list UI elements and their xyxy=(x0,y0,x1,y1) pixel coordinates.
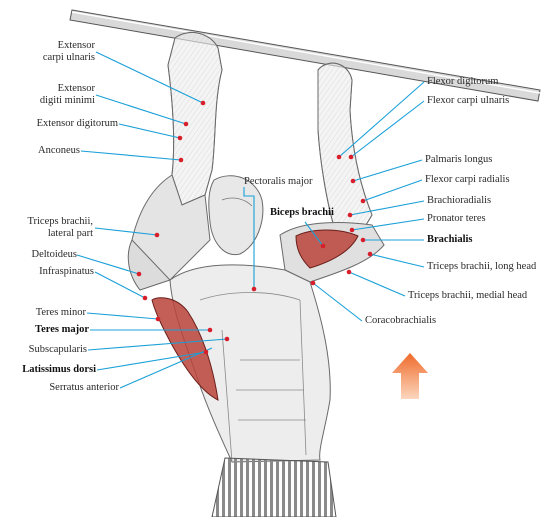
label-extensor-digitorum: Extensor digitorum xyxy=(36,118,118,129)
leader-coracobrachialis xyxy=(312,282,363,322)
label-palmaris-longus: Palmaris longus xyxy=(425,154,493,165)
label-extensor-carpi-ulnaris: Extensor carpi ulnaris xyxy=(42,40,95,63)
leader-latissimus-dorsi xyxy=(96,351,207,371)
leader-anconeus xyxy=(80,150,182,161)
leader-lines xyxy=(76,51,425,389)
label-triceps-medial-head: Triceps brachii, medial head xyxy=(408,290,528,301)
label-coracobrachialis: Coracobrachialis xyxy=(365,315,437,326)
leader-extensor-digiti-minimi xyxy=(95,94,187,125)
dot-flexor-carpi-ulnaris xyxy=(348,154,354,160)
label-latissimus-dorsi: Latissimus dorsi xyxy=(22,364,96,375)
dot-anconeus xyxy=(178,157,184,163)
label-teres-minor: Teres minor xyxy=(35,307,86,318)
dot-triceps-long-head xyxy=(367,251,373,257)
label-infraspinatus: Infraspinatus xyxy=(39,266,94,277)
leader-subscapularis xyxy=(87,338,228,351)
label-teres-major: Teres major xyxy=(35,324,89,335)
label-subscapularis: Subscapularis xyxy=(28,344,87,355)
dot-flexor-carpi-radialis xyxy=(360,198,366,204)
label-brachialis: Brachialis xyxy=(427,234,473,245)
leader-flexor-carpi-ulnaris xyxy=(350,100,425,158)
leader-flexor-carpi-radialis xyxy=(362,179,423,202)
dot-infraspinatus xyxy=(142,295,148,301)
dot-extensor-digiti-minimi xyxy=(183,121,189,127)
leader-triceps-long-head xyxy=(369,253,425,268)
label-anconeus: Anconeus xyxy=(38,145,80,156)
label-brachioradialis: Brachioradialis xyxy=(427,195,492,206)
dot-extensor-carpi-ulnaris xyxy=(200,100,206,106)
leader-palmaris-longus xyxy=(352,159,423,182)
dot-triceps-medial-head xyxy=(346,269,352,275)
leader-flexor-digitorum xyxy=(338,81,425,158)
label-triceps-lateral: Triceps brachii, lateral part xyxy=(27,216,93,239)
shorts-sketch xyxy=(211,457,337,517)
label-pectoralis-major: Pectoralis major xyxy=(244,176,313,187)
dot-subscapularis xyxy=(224,336,230,342)
dot-deltoideus xyxy=(136,271,142,277)
label-biceps-brachii: Biceps brachii xyxy=(270,207,334,218)
left-arm-sketch xyxy=(127,32,223,291)
label-flexor-carpi-ulnaris: Flexor carpi ulnaris xyxy=(427,95,510,106)
leader-brachioradialis xyxy=(349,200,425,216)
leader-pronator-teres xyxy=(351,218,425,231)
leader-infraspinatus xyxy=(94,271,146,299)
label-pronator-teres: Pronator teres xyxy=(427,213,486,224)
label-serratus-anterior: Serratus anterior xyxy=(49,382,119,393)
label-flexor-carpi-radialis: Flexor carpi radialis xyxy=(425,174,510,185)
dot-brachialis xyxy=(360,237,366,243)
dot-pronator-teres xyxy=(349,227,355,233)
dot-coracobrachialis xyxy=(310,280,316,286)
leader-deltoideus xyxy=(76,254,140,275)
dot-palmaris-longus xyxy=(350,178,356,184)
dot-extensor-digitorum xyxy=(177,135,183,141)
leader-triceps-lateral xyxy=(94,227,158,236)
up-arrow-icon xyxy=(392,353,428,399)
label-triceps-long-head: Triceps brachii, long head xyxy=(427,261,537,272)
leader-triceps-medial-head xyxy=(348,271,406,297)
dot-flexor-digitorum xyxy=(336,154,342,160)
dot-pectoralis-major xyxy=(251,286,257,292)
dot-latissimus-dorsi xyxy=(203,349,209,355)
latissimus-highlight xyxy=(151,297,219,401)
marker-dots xyxy=(136,100,373,355)
label-flexor-digitorum: Flexor digitorum xyxy=(427,76,499,87)
dot-teres-major xyxy=(207,327,213,333)
leader-serratus-anterior xyxy=(119,347,213,389)
dot-triceps-lateral xyxy=(154,232,160,238)
label-extensor-digiti-minimi: Extensor digiti minimi xyxy=(39,83,95,106)
dot-biceps-brachii xyxy=(320,243,326,249)
biceps-highlight xyxy=(295,229,359,269)
dot-brachioradialis xyxy=(347,212,353,218)
leader-teres-minor xyxy=(86,312,159,320)
label-deltoideus: Deltoideus xyxy=(31,249,78,260)
leader-extensor-digitorum xyxy=(118,123,181,139)
dot-teres-minor xyxy=(155,316,161,322)
leader-extensor-carpi-ulnaris xyxy=(95,51,204,104)
leader-pectoralis-major xyxy=(243,187,255,289)
leader-biceps-brachii xyxy=(304,221,324,247)
